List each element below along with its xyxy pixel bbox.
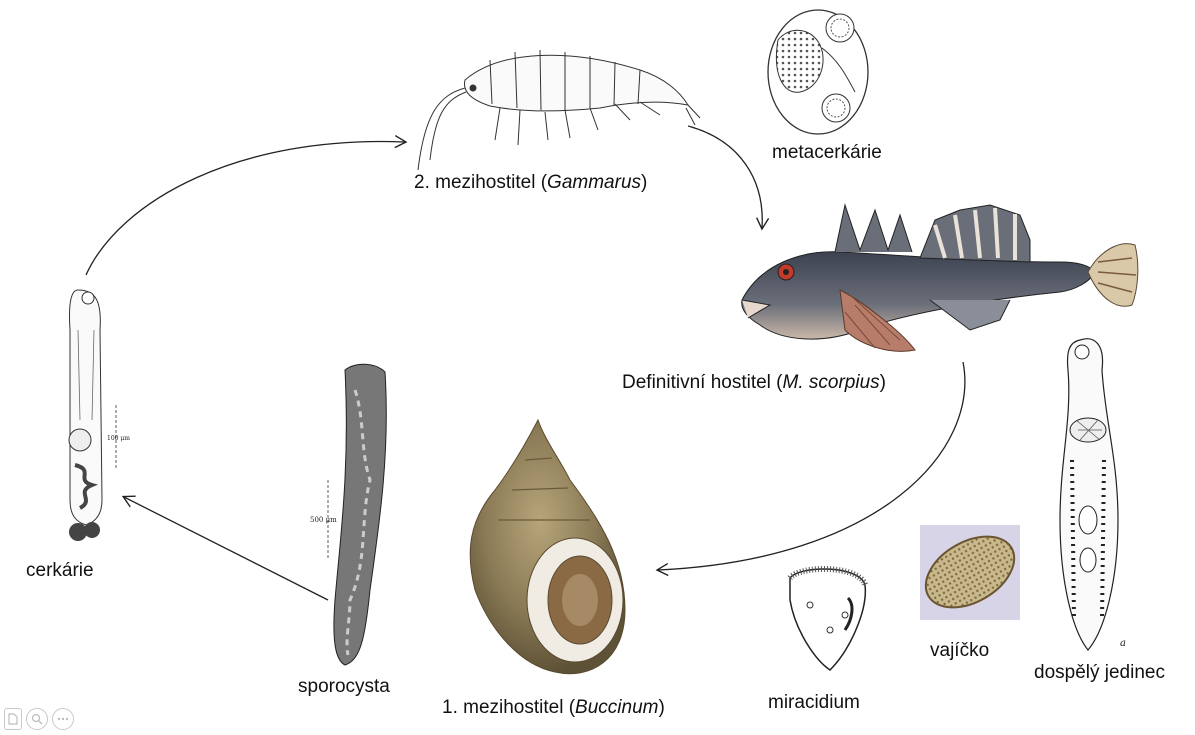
- gammarus-label-name: Gammarus: [547, 172, 641, 193]
- definitive-host-label: Definitivní hostitel (M. scorpius): [622, 372, 886, 394]
- metacercaria-illustration: [768, 10, 868, 134]
- cercaria-label: cerkárie: [26, 560, 94, 582]
- zoom-icon[interactable]: [26, 708, 48, 730]
- more-icon[interactable]: [52, 708, 74, 730]
- arrow-sporocyst-to-cercaria: [124, 497, 328, 600]
- slideshow-toolbar: [4, 708, 74, 730]
- page-icon[interactable]: [4, 708, 22, 730]
- sporocyst-label: sporocysta: [298, 676, 390, 698]
- buccinum-illustration: [470, 420, 625, 674]
- adult-figure-letter: a: [1120, 638, 1126, 649]
- cercaria-illustration: 100 μm: [69, 290, 130, 541]
- sporocyst-illustration: 500 μm: [310, 364, 386, 665]
- buccinum-label-suffix: ): [658, 697, 664, 718]
- gammarus-label-prefix: 2. mezihostitel (: [414, 172, 547, 193]
- arrow-cercaria-to-gammarus: [86, 141, 405, 275]
- sporocyst-scale-bar: 500 μm: [310, 516, 337, 524]
- arrow-gammarus-to-fish: [688, 126, 762, 228]
- adult-label: dospělý jedinec: [1034, 662, 1165, 684]
- definitive-host-label-prefix: Definitivní hostitel (: [622, 372, 783, 393]
- definitive-host-label-name: M. scorpius: [783, 372, 880, 393]
- fish-illustration: [742, 205, 1138, 351]
- adult-illustration: a: [1060, 339, 1126, 650]
- definitive-host-label-suffix: ): [880, 372, 886, 393]
- metacercaria-label: metacerkárie: [772, 142, 882, 164]
- gammarus-illustration: [418, 50, 700, 170]
- buccinum-label-prefix: 1. mezihostitel (: [442, 697, 575, 718]
- egg-label: vajíčko: [930, 640, 989, 662]
- miracidium-label: miracidium: [768, 692, 860, 714]
- egg-illustration: [913, 522, 1026, 622]
- buccinum-label-name: Buccinum: [575, 697, 658, 718]
- buccinum-label: 1. mezihostitel (Buccinum): [442, 697, 665, 719]
- cercaria-scale-bar: 100 μm: [107, 435, 130, 442]
- gammarus-label: 2. mezihostitel (Gammarus): [414, 172, 647, 194]
- gammarus-label-suffix: ): [641, 172, 647, 193]
- miracidium-illustration: [790, 569, 865, 670]
